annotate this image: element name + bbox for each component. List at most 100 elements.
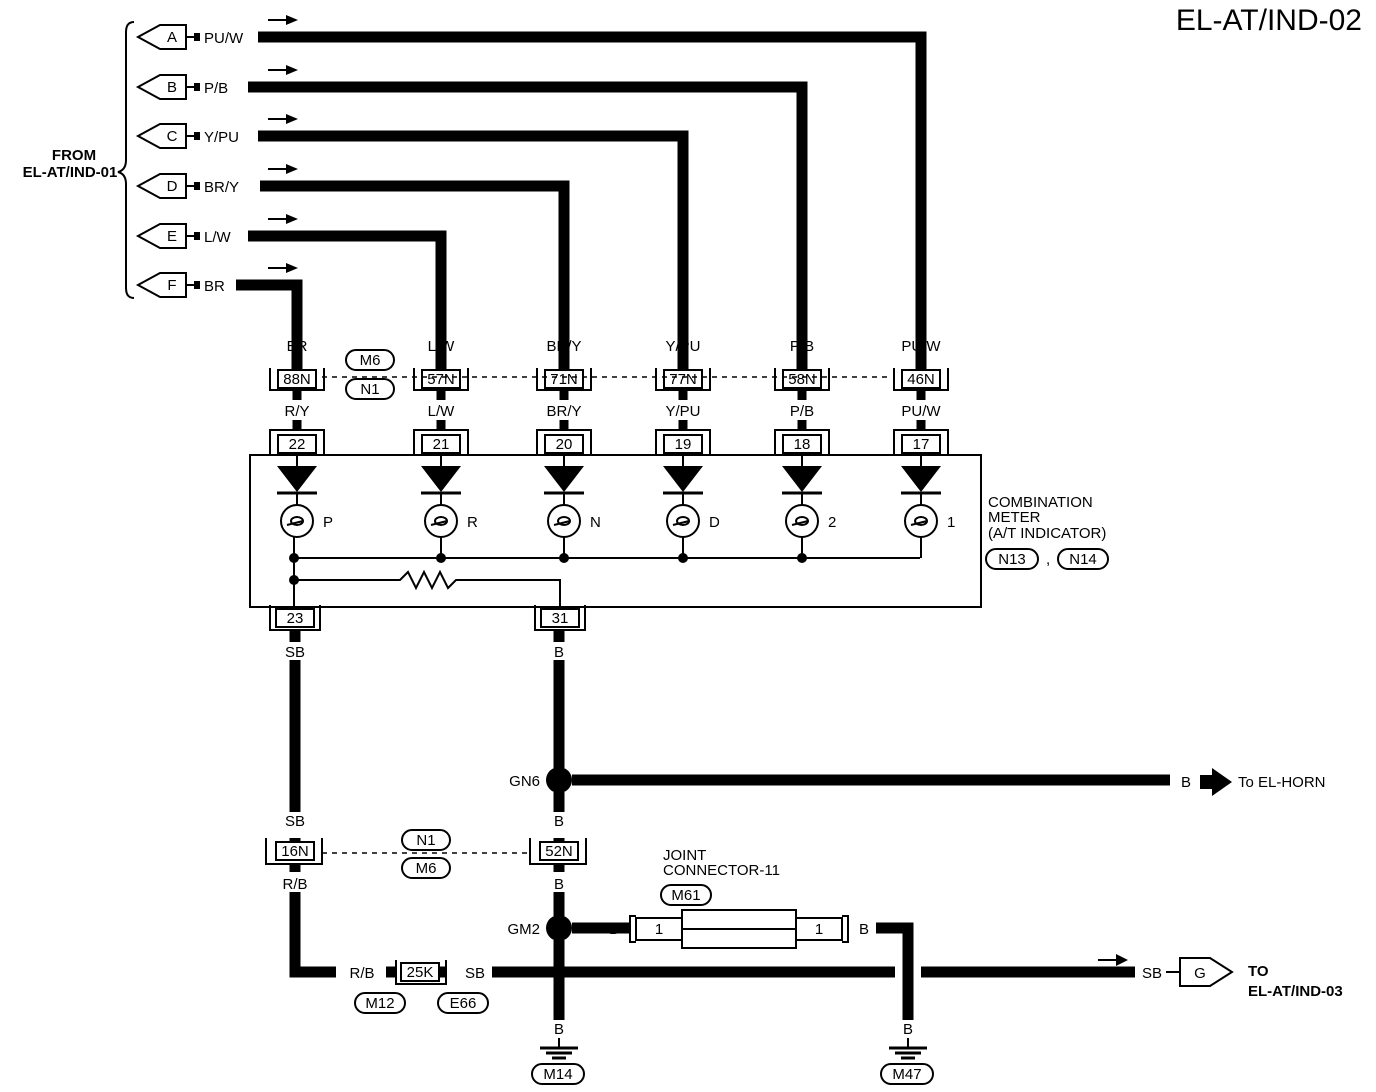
column-bottom-color: PU/W bbox=[901, 403, 941, 420]
column-pin: 22 bbox=[289, 436, 306, 453]
diode-icon bbox=[277, 466, 317, 492]
input-wire-color: Y/PU bbox=[204, 129, 239, 146]
meter-column-17: PU/W 46N PU/W 17 1 bbox=[893, 338, 955, 558]
svg-text:E66: E66 bbox=[450, 995, 477, 1012]
wire-y-pu bbox=[258, 130, 689, 382]
input-wires bbox=[236, 31, 927, 382]
input-letter: A bbox=[167, 29, 177, 46]
wire-label-sb-2: SB bbox=[285, 813, 305, 830]
wire-label-b-2: B bbox=[554, 813, 564, 830]
signal-arrow bbox=[268, 263, 298, 273]
svg-text:1: 1 bbox=[655, 921, 663, 938]
connector-16n: 16N bbox=[265, 838, 323, 865]
svg-text:M12: M12 bbox=[365, 995, 394, 1012]
signal-arrows bbox=[268, 15, 298, 273]
svg-text:16N: 16N bbox=[281, 843, 309, 860]
wire-label-r-b-2: R/B bbox=[349, 965, 374, 982]
svg-text:G: G bbox=[1194, 965, 1206, 982]
wire-p-b bbox=[248, 81, 808, 382]
input-wire-color: P/B bbox=[204, 80, 228, 97]
arrow-right-icon bbox=[1200, 768, 1232, 796]
column-pin: 21 bbox=[433, 436, 450, 453]
bulb-icon bbox=[547, 504, 581, 538]
signal-arrow bbox=[268, 214, 298, 224]
column-top-color: PU/W bbox=[901, 338, 941, 355]
column-connector: 46N bbox=[907, 371, 935, 388]
from-bracket bbox=[117, 21, 135, 299]
wire-label-sb-1: SB bbox=[285, 644, 305, 661]
bulb-icon bbox=[904, 504, 938, 538]
column-connector: 88N bbox=[283, 371, 311, 388]
input-letter: E bbox=[167, 228, 177, 245]
diode-icon bbox=[663, 466, 703, 492]
svg-text:23: 23 bbox=[287, 610, 304, 627]
column-bottom-color: BR/Y bbox=[546, 403, 581, 420]
bulb-icon bbox=[280, 504, 314, 538]
input-connector-b: B P/B bbox=[135, 74, 228, 100]
column-bottom-color: P/B bbox=[790, 403, 814, 420]
joint-connector-11: 1 1 bbox=[629, 909, 849, 949]
wire-label-sb-3: SB bbox=[465, 965, 485, 982]
splice-gn6 bbox=[546, 767, 572, 793]
splice-gm2 bbox=[546, 915, 572, 941]
indicator-lamp-label: 1 bbox=[947, 514, 955, 531]
bulb-icon bbox=[666, 504, 700, 538]
bulb-icon bbox=[424, 504, 458, 538]
signal-arrow bbox=[268, 164, 298, 174]
svg-text:M14: M14 bbox=[543, 1066, 572, 1083]
from-source-label: EL-AT/IND-01 bbox=[23, 164, 118, 181]
joint-label-line1: JOINT bbox=[663, 847, 706, 864]
input-wire-color: BR bbox=[204, 278, 225, 295]
meter-pin-31: 31 bbox=[534, 605, 586, 631]
svg-text:M6: M6 bbox=[360, 352, 381, 369]
conn-ref-n1: N1 bbox=[345, 378, 395, 400]
column-connector: 57N bbox=[427, 371, 455, 388]
input-connector-a: A PU/W bbox=[135, 24, 244, 50]
svg-text:31: 31 bbox=[552, 610, 569, 627]
wire-label-b-1: B bbox=[554, 644, 564, 661]
conn-ref-n1-lower: N1 bbox=[401, 829, 451, 851]
meter-ref-separator: , bbox=[1046, 551, 1050, 568]
wire-label-sb-output: SB bbox=[1142, 965, 1162, 982]
input-wire-color: PU/W bbox=[204, 30, 244, 47]
bulb-icon bbox=[785, 504, 819, 538]
column-pin: 19 bbox=[675, 436, 692, 453]
signal-arrow bbox=[268, 114, 298, 124]
column-top-color: Y/PU bbox=[665, 338, 700, 355]
svg-text:25K: 25K bbox=[407, 964, 434, 981]
joint-ref-m61: M61 bbox=[660, 884, 712, 906]
splice-label-gm2: GM2 bbox=[507, 921, 540, 938]
input-letter: D bbox=[167, 178, 178, 195]
diode-icon bbox=[544, 466, 584, 492]
indicator-lamp-label: P bbox=[323, 514, 333, 531]
wire-label-horn: B bbox=[1181, 774, 1191, 791]
from-label: FROM bbox=[52, 147, 96, 164]
wire-r-b-left bbox=[289, 892, 336, 978]
meter-label-line1: COMBINATION bbox=[988, 494, 1093, 511]
wire-label-r-b-1: R/B bbox=[282, 876, 307, 893]
column-pin: 20 bbox=[556, 436, 573, 453]
svg-text:M6: M6 bbox=[416, 860, 437, 877]
combination-meter-box bbox=[249, 454, 982, 608]
destination-horn: To EL-HORN bbox=[1238, 774, 1326, 791]
svg-text:M47: M47 bbox=[892, 1066, 921, 1083]
column-pin: 17 bbox=[913, 436, 930, 453]
column-bottom-color: L/W bbox=[428, 403, 456, 420]
conn-ref-e66: E66 bbox=[437, 992, 489, 1014]
input-letter: B bbox=[167, 79, 177, 96]
svg-text:N13: N13 bbox=[998, 551, 1026, 568]
diode-icon bbox=[421, 466, 461, 492]
ground-m14: M14 bbox=[531, 1038, 585, 1085]
wire-label-b-ground: B bbox=[554, 1021, 564, 1038]
resistor-node bbox=[289, 575, 299, 585]
column-top-color: P/B bbox=[790, 338, 814, 355]
wire-label-joint-out: B bbox=[859, 921, 869, 938]
column-pin: 18 bbox=[794, 436, 811, 453]
